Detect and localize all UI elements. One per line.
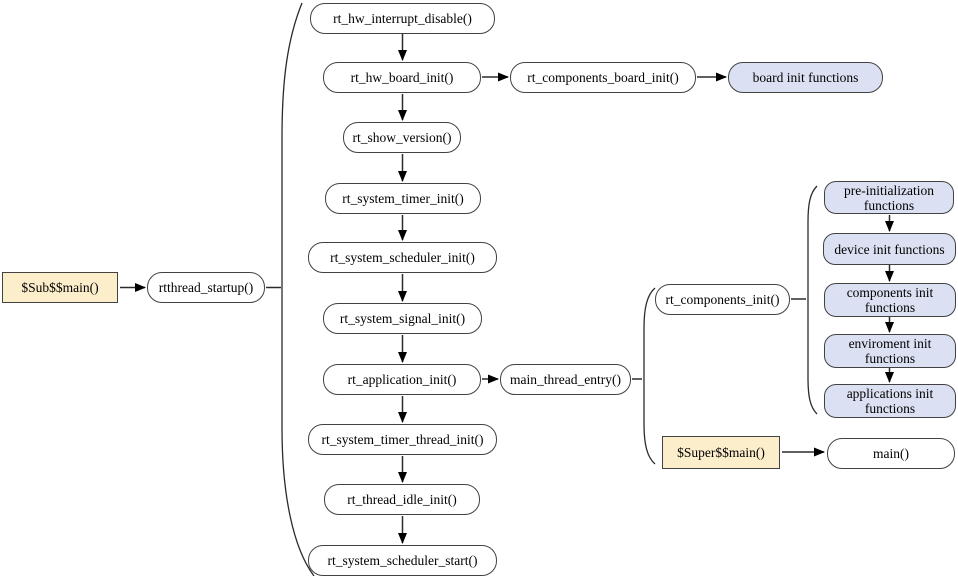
node-environment-init-functions: enviroment init functions	[824, 334, 956, 368]
node-hw-interrupt-disable: rt_hw_interrupt_disable()	[310, 3, 495, 34]
node-applications-init-functions: applications init functions	[824, 384, 956, 418]
node-application-init: rt_application_init()	[323, 364, 481, 395]
node-components-init-functions: components init functions	[824, 283, 956, 317]
node-rtthread-startup: rtthread_startup()	[147, 272, 265, 303]
node-system-timer-init: rt_system_timer_init()	[325, 183, 481, 214]
node-show-version: rt_show_version()	[343, 122, 461, 153]
node-main: main()	[827, 438, 955, 469]
node-hw-board-init: rt_hw_board_init()	[323, 62, 481, 93]
node-components-init: rt_components_init()	[655, 284, 790, 315]
node-sub-main: $Sub$$main()	[2, 272, 118, 303]
brace-main-thread	[643, 287, 656, 465]
node-thread-idle-init: rt_thread_idle_init()	[324, 484, 480, 515]
node-board-init-functions: board init functions	[728, 62, 883, 93]
node-system-timer-thread-init: rt_system_timer_thread_init()	[308, 424, 497, 455]
node-system-scheduler-init: rt_system_scheduler_init()	[308, 242, 497, 273]
node-super-main: $Super$$main()	[662, 436, 780, 469]
brace-components-init	[807, 185, 818, 415]
node-main-thread-entry: main_thread_entry()	[500, 364, 631, 395]
node-device-init-functions: device init functions	[823, 233, 956, 265]
node-system-scheduler-start: rt_system_scheduler_start()	[308, 545, 497, 576]
node-pre-init-functions: pre-initialization functions	[824, 181, 954, 214]
node-system-signal-init: rt_system_signal_init()	[323, 303, 482, 334]
brace-startup-sequence	[281, 2, 315, 576]
node-components-board-init: rt_components_board_init()	[510, 62, 696, 93]
